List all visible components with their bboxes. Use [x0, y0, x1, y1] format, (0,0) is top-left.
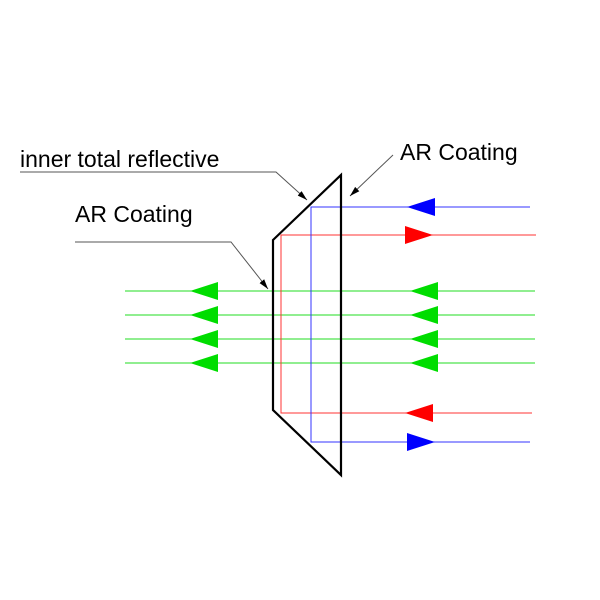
arrow-left-icon — [190, 282, 218, 300]
arrow-left-icon — [410, 282, 438, 300]
label-ar-coating-right: AR Coating — [400, 139, 518, 165]
blue-ray — [310, 206, 530, 443]
arrow-left-icon — [190, 306, 218, 324]
prism — [271, 172, 343, 478]
label-inner-total-reflective: inner total reflective — [20, 146, 219, 172]
leader-ar-coating-right — [349, 154, 394, 197]
arrow-left-icon — [405, 404, 433, 422]
leader-inner-total-reflective — [20, 171, 308, 201]
red-ray — [280, 234, 536, 414]
green-arrows — [190, 282, 438, 372]
label-ar-coating-left: AR Coating — [75, 201, 193, 227]
arrow-left-icon — [410, 330, 438, 348]
arrow-left-icon — [190, 354, 218, 372]
leader-ar-coating-left — [75, 241, 269, 290]
arrow-left-icon — [407, 198, 435, 216]
arrow-left-icon — [410, 354, 438, 372]
arrow-left-icon — [410, 306, 438, 324]
arrow-left-icon — [190, 330, 218, 348]
arrow-right-icon — [407, 433, 435, 451]
arrow-right-icon — [405, 226, 433, 244]
green-rays — [125, 290, 535, 364]
